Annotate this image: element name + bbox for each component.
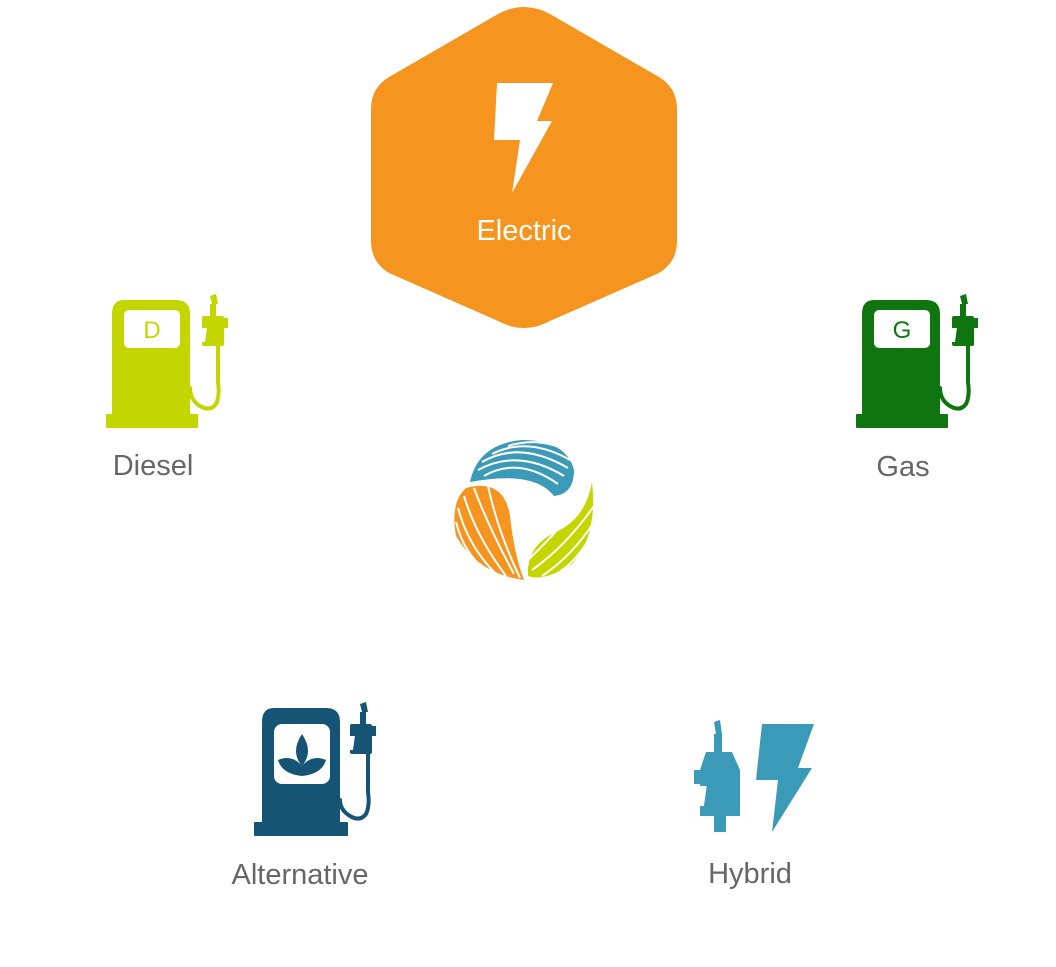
eco-fuel-pump-icon — [254, 702, 376, 836]
diesel-letter: D — [143, 317, 160, 344]
alternative-label: Alternative — [231, 859, 369, 891]
diesel-label: Diesel — [112, 450, 194, 482]
leaf-icon — [278, 734, 326, 776]
nozzle-and-bolt-icon — [694, 720, 814, 832]
blue-swirl — [470, 440, 574, 496]
diesel-pump-icon: D — [106, 294, 228, 428]
gas-letter: G — [893, 317, 912, 344]
green-swirl — [525, 482, 595, 578]
gas-pump-icon: G — [856, 294, 978, 428]
orange-swirl — [454, 485, 524, 580]
hybrid-label: Hybrid — [708, 858, 792, 890]
electric-label: Electric — [476, 215, 572, 247]
lightning-bolt-icon — [494, 83, 553, 193]
tri-swirl-logo-icon — [454, 440, 595, 580]
gas-label: Gas — [876, 451, 930, 483]
